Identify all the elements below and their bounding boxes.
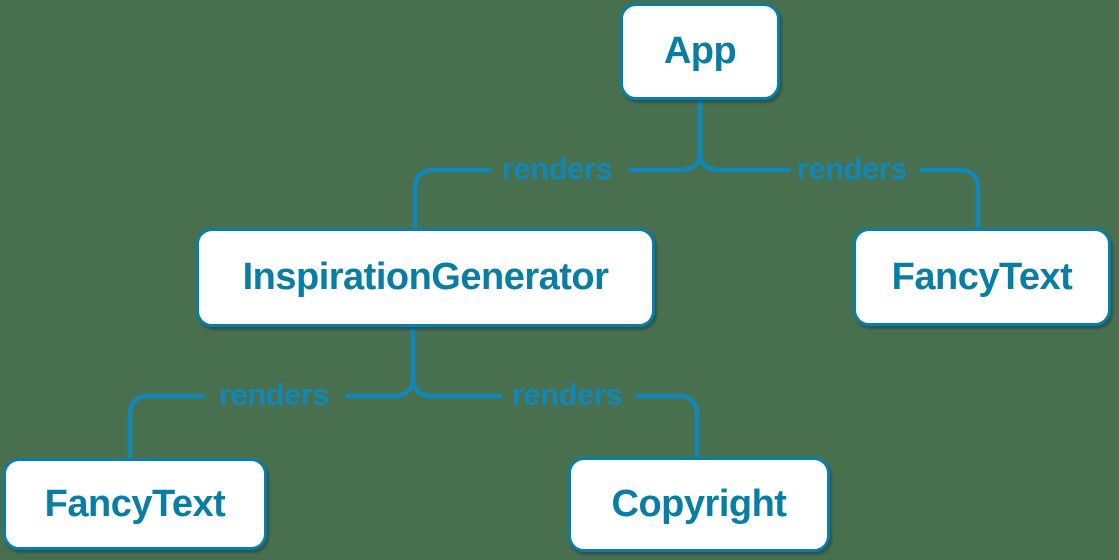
edge-line-app-inspirationgenerator-stem <box>627 97 703 173</box>
edge-line-app-inspirationgenerator-tail <box>412 167 493 229</box>
node-inspiration-generator-label: InspirationGenerator <box>242 256 609 298</box>
node-copyright: Copyright <box>568 457 830 552</box>
edge-line-app-fancytext-stem <box>697 97 792 173</box>
edge-label-renders-app-inspirationgenerator: renders <box>501 151 613 186</box>
node-inspiration-generator: InspirationGenerator <box>196 228 655 327</box>
node-fancy-text-bottom-label: FancyText <box>44 482 226 525</box>
edge-label-renders-inspirationgenerator-fancytext: renders <box>218 377 330 412</box>
edge-label-renders-inspirationgenerator-copyright: renders <box>511 377 623 412</box>
edge-line-inspirationgenerator-fancytext-tail <box>127 393 206 459</box>
edge-line-inspirationgenerator-fancytext-stem <box>344 326 416 399</box>
node-fancy-text-top: FancyText <box>853 228 1111 326</box>
node-app: App <box>620 3 780 100</box>
edge-line-app-fancytext-tail <box>918 167 981 229</box>
node-app-label: App <box>663 30 737 72</box>
edge-line-inspirationgenerator-copyright-tail <box>634 393 700 458</box>
node-copyright-label: Copyright <box>611 483 787 525</box>
edge-label-renders-app-fancytext: renders <box>796 151 908 186</box>
node-fancy-text-top-label: FancyText <box>891 255 1073 298</box>
node-fancy-text-bottom: FancyText <box>3 458 267 550</box>
edge-line-inspirationgenerator-copyright-stem <box>410 326 503 399</box>
